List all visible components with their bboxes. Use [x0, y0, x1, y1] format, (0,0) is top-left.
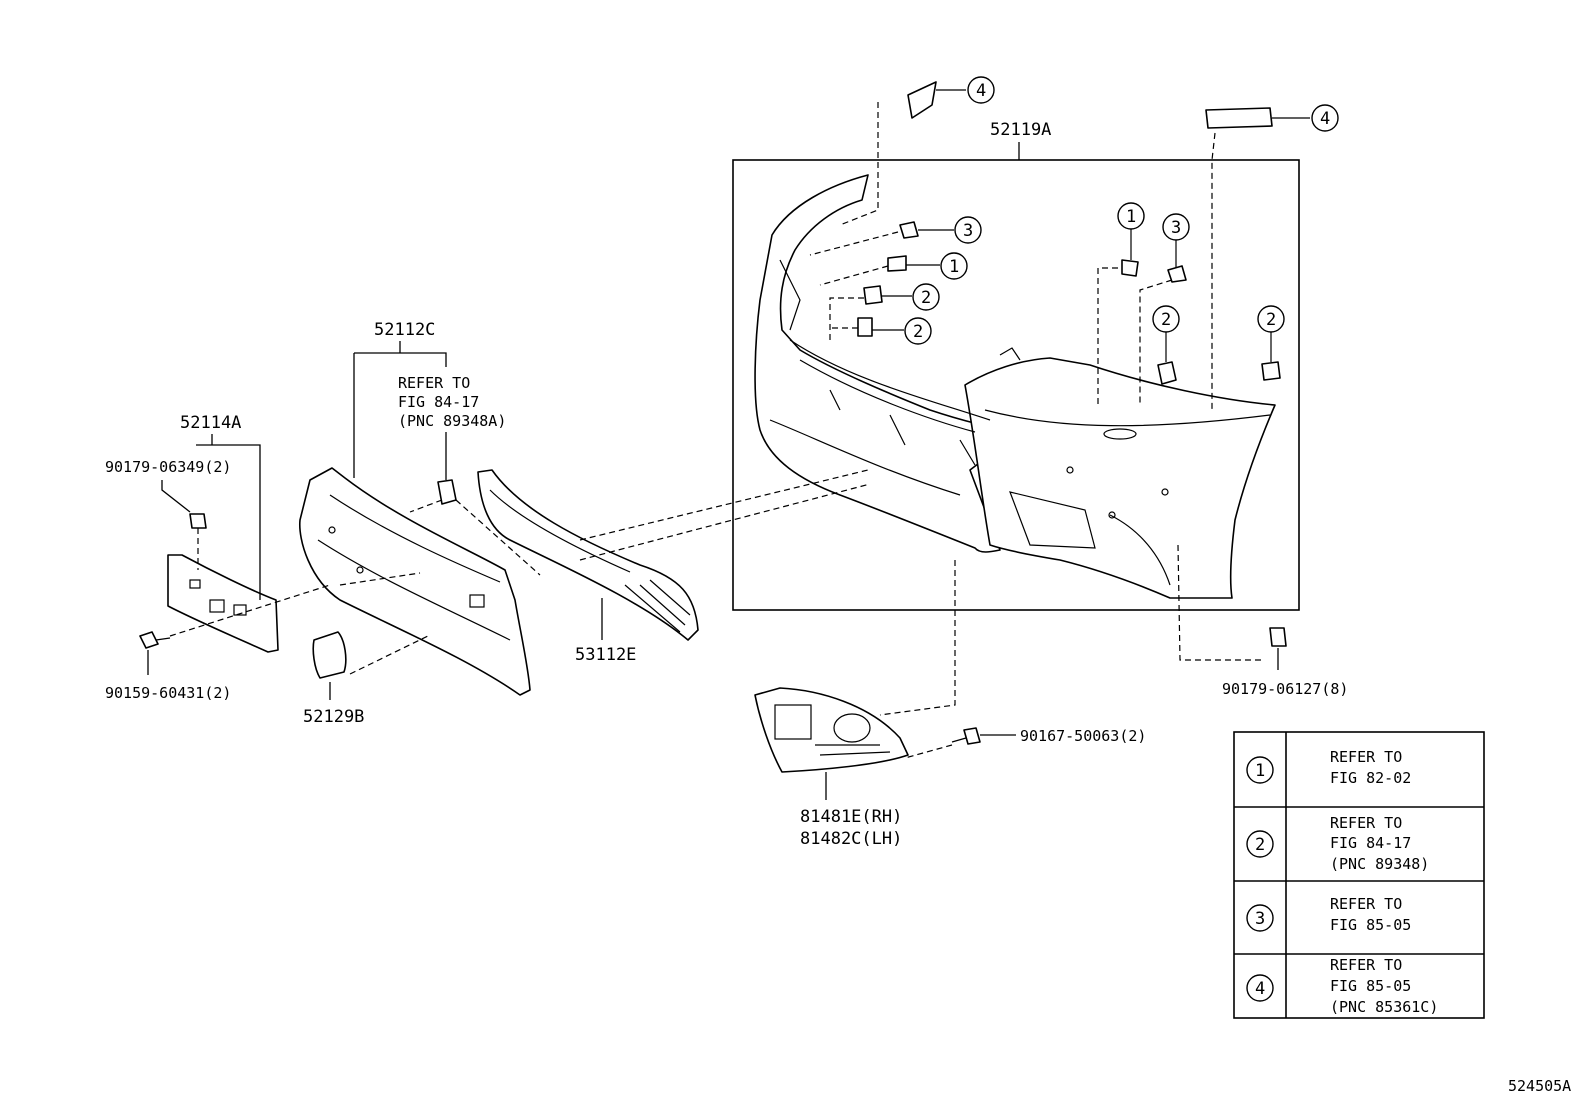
nut-90179-06127	[1269, 627, 1287, 647]
svg-text:FIG 85-05: FIG 85-05	[1330, 916, 1411, 934]
callout-4-right[interactable]: 4	[1311, 104, 1339, 132]
label-90179-06127[interactable]: 90179-06127(8)	[1222, 680, 1348, 698]
top-clip-right	[1205, 107, 1310, 129]
callout-1-left[interactable]: 1	[906, 252, 968, 280]
svg-text:3: 3	[1255, 909, 1265, 929]
reference-legend: 1 REFER TO FIG 82-02 2 REFER TO FIG 84-1…	[1233, 731, 1485, 1019]
top-clip-left	[907, 81, 966, 119]
figure-id: 524505A	[1508, 1077, 1571, 1095]
label-81482C[interactable]: 81482C(LH)	[800, 829, 902, 849]
legend-row-3: 3 REFER TO FIG 85-05	[1246, 895, 1411, 934]
grille-53112E[interactable]	[477, 469, 699, 641]
svg-text:FIG 84-17: FIG 84-17	[1330, 834, 1411, 852]
label-90159-60431[interactable]: 90159-60431(2)	[105, 684, 231, 702]
svg-text:(PNC 85361C): (PNC 85361C)	[1330, 998, 1438, 1016]
svg-text:REFER TO: REFER TO	[1330, 895, 1402, 913]
svg-text:2: 2	[1266, 310, 1276, 330]
grille-refer-line1: REFER TO	[398, 374, 470, 392]
svg-text:FIG 85-05: FIG 85-05	[1330, 977, 1411, 995]
callout-3-left[interactable]: 3	[918, 216, 982, 244]
svg-text:4: 4	[976, 81, 986, 101]
svg-text:2: 2	[1161, 310, 1171, 330]
svg-text:4: 4	[1255, 979, 1265, 999]
label-53112E[interactable]: 53112E	[575, 645, 636, 665]
callout-4-top[interactable]: 4	[967, 76, 995, 104]
bumper-cover[interactable]	[754, 174, 1276, 599]
svg-text:REFER TO: REFER TO	[1330, 748, 1402, 766]
bumper-assembly-group: 52119A	[732, 102, 1300, 611]
lower-bracket-52112C[interactable]	[299, 467, 531, 696]
bolt-90159-60431	[139, 631, 171, 649]
callout-2-left-b[interactable]: 2	[872, 317, 932, 345]
label-52119A[interactable]: 52119A	[990, 120, 1051, 140]
callout-2-right-a[interactable]: 2	[1152, 305, 1180, 362]
bumper-assembly-frame	[732, 159, 1300, 611]
label-52114A[interactable]: 52114A	[180, 413, 241, 433]
svg-text:FIG 82-02: FIG 82-02	[1330, 769, 1411, 787]
label-81481E[interactable]: 81481E(RH)	[800, 807, 902, 827]
grille-refer-line2: FIG 84-17	[398, 393, 479, 411]
svg-text:2: 2	[1255, 835, 1265, 855]
callout-2-right-b[interactable]: 2	[1257, 305, 1285, 362]
svg-text:3: 3	[963, 221, 973, 241]
screw-90167-50063	[951, 727, 981, 745]
label-52129B[interactable]: 52129B	[303, 707, 364, 727]
svg-text:1: 1	[949, 257, 959, 277]
legend-row-4: 4 REFER TO FIG 85-05 (PNC 85361C)	[1246, 956, 1438, 1016]
svg-text:3: 3	[1171, 218, 1181, 238]
svg-text:REFER TO: REFER TO	[1330, 956, 1402, 974]
callout-2-left-a[interactable]: 2	[882, 283, 940, 311]
label-90167-50063[interactable]: 90167-50063(2)	[1020, 727, 1146, 745]
svg-text:REFER TO: REFER TO	[1330, 814, 1402, 832]
nut-90179-06349	[189, 513, 207, 529]
svg-text:4: 4	[1320, 109, 1330, 129]
callout-1-right[interactable]: 1	[1117, 202, 1145, 260]
svg-text:2: 2	[921, 288, 931, 308]
callout-3-right[interactable]: 3	[1162, 213, 1190, 268]
grille-refer-line3: (PNC 89348A)	[398, 412, 506, 430]
license-bracket-52114A[interactable]	[167, 554, 279, 653]
legend-row-1: 1 REFER TO FIG 82-02	[1246, 748, 1411, 787]
fog-lamp-cover[interactable]	[754, 687, 909, 773]
svg-text:(PNC 89348): (PNC 89348)	[1330, 855, 1429, 873]
svg-text:2: 2	[913, 322, 923, 342]
legend-row-2: 2 REFER TO FIG 84-17 (PNC 89348)	[1246, 814, 1429, 873]
leader-lines-box	[809, 102, 1216, 410]
label-52112C[interactable]: 52112C	[374, 320, 435, 340]
clip-parts	[857, 221, 1281, 385]
label-90179-06349[interactable]: 90179-06349(2)	[105, 458, 231, 476]
svg-text:1: 1	[1255, 761, 1265, 781]
towing-cap-52129B[interactable]	[312, 631, 347, 679]
svg-text:1: 1	[1126, 207, 1136, 227]
